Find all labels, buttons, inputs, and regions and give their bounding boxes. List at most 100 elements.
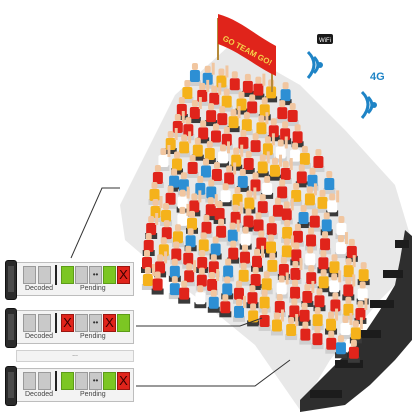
decoded-label: Decoded — [25, 333, 54, 340]
fan-head — [300, 205, 307, 213]
fan-head — [181, 280, 188, 288]
fan-head — [209, 271, 216, 279]
fan-body — [321, 219, 332, 232]
pending-cell — [61, 266, 74, 284]
fan-body — [141, 257, 152, 269]
fan-body — [257, 161, 268, 174]
seat — [269, 174, 282, 181]
fan-body — [211, 168, 222, 181]
seat — [279, 99, 292, 106]
fan-body — [326, 318, 337, 331]
fan-head — [210, 254, 217, 262]
fan-body — [266, 241, 277, 254]
fan-head — [242, 244, 249, 252]
fan-body — [312, 314, 323, 327]
fan-body — [336, 222, 347, 235]
fan-body — [189, 70, 200, 82]
fan-head — [174, 151, 181, 159]
seat — [312, 166, 325, 173]
decoded-label: Decoded — [25, 285, 54, 292]
fan-body — [340, 322, 351, 335]
fan-body — [343, 265, 354, 278]
seat — [199, 175, 212, 182]
seat — [219, 311, 232, 318]
fan-head — [160, 148, 167, 155]
fan-body — [312, 333, 323, 346]
pending-cell — [103, 266, 116, 284]
seat — [297, 222, 310, 229]
fan-arm — [226, 141, 230, 154]
fan-head — [338, 215, 345, 223]
seat — [183, 280, 196, 287]
fan-head — [277, 139, 284, 147]
fan-body — [326, 337, 337, 350]
fan-body — [277, 186, 288, 199]
seat — [228, 88, 241, 95]
fan-head — [283, 201, 290, 209]
fan-head — [292, 261, 299, 269]
fan-arm — [211, 62, 215, 75]
seat — [220, 143, 233, 150]
fan-head — [345, 277, 352, 285]
seat — [197, 137, 210, 144]
fan-head — [259, 194, 266, 202]
decoded-cell — [23, 314, 36, 332]
seat — [216, 123, 229, 130]
fan-body — [291, 249, 302, 262]
fan-head — [332, 292, 339, 300]
seat — [233, 315, 246, 322]
fan-head — [352, 320, 359, 328]
fan-body — [152, 172, 163, 184]
seat — [241, 90, 254, 97]
seat — [258, 324, 271, 331]
fan-head — [268, 234, 275, 242]
fan-head — [181, 134, 188, 142]
seat — [236, 185, 249, 192]
fan-head — [302, 321, 309, 329]
fan-body — [300, 328, 311, 341]
fan-body — [306, 234, 317, 247]
fan-body — [195, 182, 206, 195]
fan-body — [214, 207, 225, 220]
fan-body — [259, 314, 270, 327]
fan-head — [179, 206, 186, 214]
fan-arm — [338, 270, 342, 283]
fan-head — [245, 208, 252, 216]
fan-head — [282, 161, 289, 169]
phone-icon — [5, 308, 17, 348]
fan-head — [184, 80, 191, 87]
fan-head — [291, 298, 298, 306]
fan-body — [216, 225, 227, 238]
fan-body — [227, 229, 238, 242]
fan-body — [172, 231, 183, 244]
fan-body — [253, 219, 264, 232]
fan-body — [200, 165, 211, 178]
seat — [151, 288, 164, 295]
fan-body — [242, 80, 253, 93]
fan-head — [337, 235, 344, 243]
fan-head — [152, 199, 159, 206]
seat — [204, 214, 217, 221]
fan-body — [238, 269, 249, 282]
seat — [168, 293, 181, 300]
seat — [242, 168, 255, 175]
fan-body — [250, 179, 261, 192]
fan-arm — [299, 258, 303, 271]
seat — [299, 338, 312, 345]
fan-head — [337, 335, 344, 343]
fan-body — [330, 299, 341, 312]
seat — [285, 334, 298, 341]
fan-body — [266, 86, 277, 99]
fan-head — [308, 227, 315, 235]
seat — [303, 203, 316, 210]
fan-head — [249, 285, 256, 293]
seat — [208, 102, 221, 109]
pending-label: Pending — [80, 285, 106, 292]
fan-head — [189, 154, 196, 162]
fan-body — [280, 168, 291, 181]
seat — [334, 352, 347, 359]
fan-arm — [236, 219, 240, 232]
fan-body — [309, 215, 320, 228]
fan-head — [289, 103, 296, 111]
